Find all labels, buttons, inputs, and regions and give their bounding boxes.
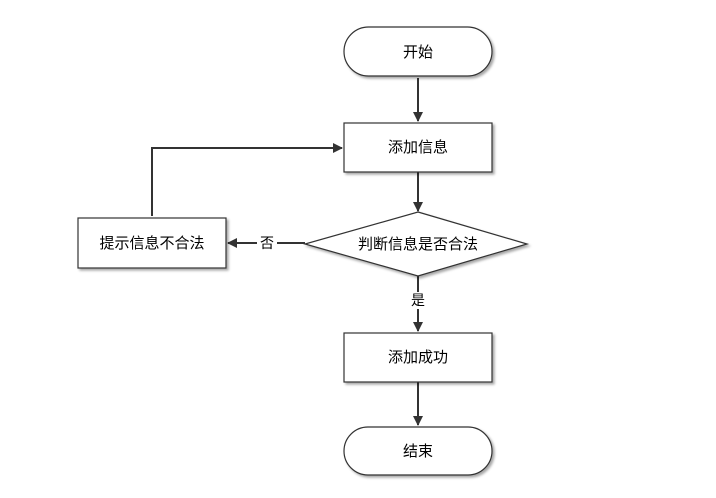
arrow-prompt-to-add [151, 143, 343, 216]
yes-edge-label: 是 [411, 293, 425, 309]
success-label: 添加成功 [388, 348, 448, 366]
decision-label: 判断信息是否合法 [358, 235, 478, 253]
success-node: 添加成功 [343, 332, 493, 383]
start-node: 开始 [343, 26, 493, 77]
no-edge-label: 否 [260, 236, 274, 252]
invalid-prompt-node: 提示信息不合法 [77, 217, 227, 269]
add-info-node: 添加信息 [343, 122, 493, 173]
decision-node: 判断信息是否合法 [302, 211, 530, 277]
invalid-prompt-label: 提示信息不合法 [99, 234, 204, 252]
add-info-label: 添加信息 [388, 138, 448, 156]
end-node: 结束 [343, 426, 493, 476]
end-label: 结束 [403, 442, 433, 460]
start-label: 开始 [403, 43, 433, 61]
